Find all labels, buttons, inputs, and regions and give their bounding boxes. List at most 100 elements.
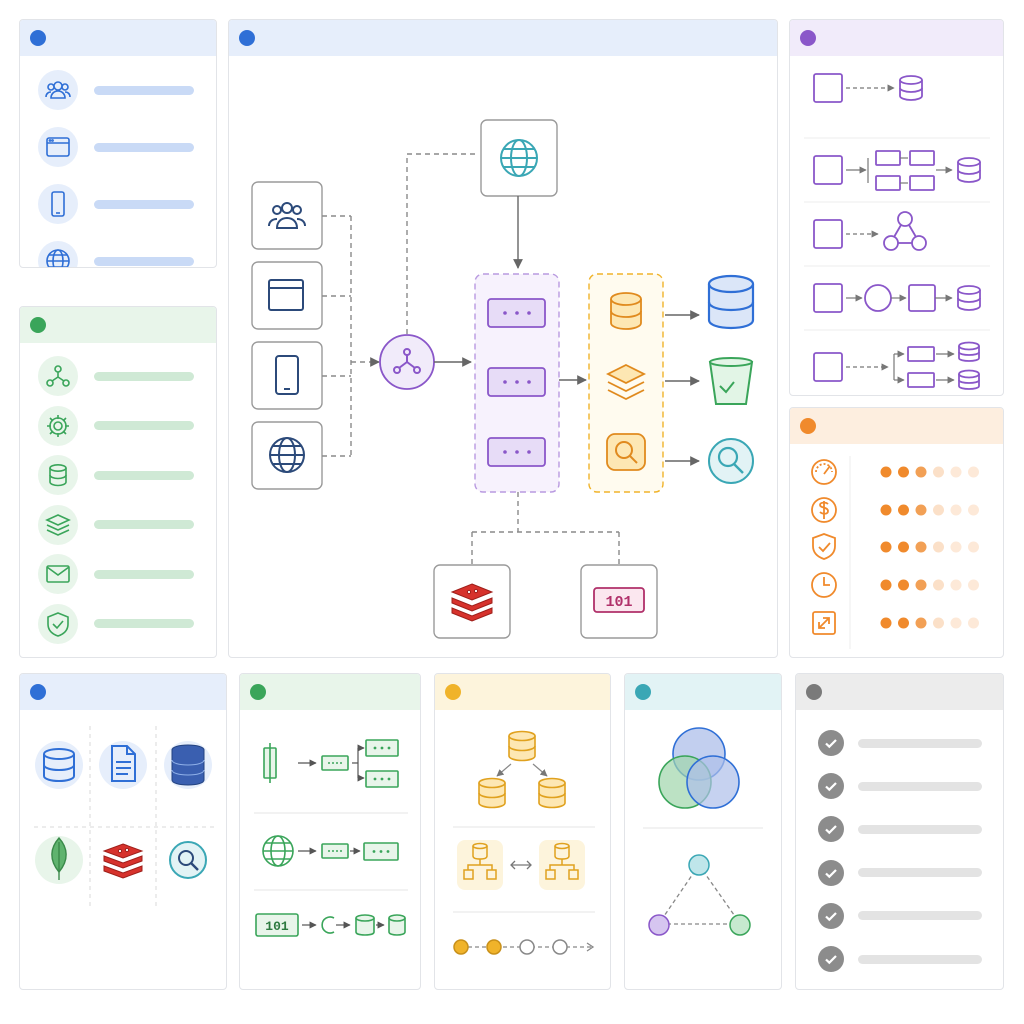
sequential-pipeline[interactable]: [813, 283, 981, 313]
rating-dot: [950, 579, 962, 591]
rating-dot: [880, 579, 892, 591]
panel-status-dot: [445, 684, 461, 700]
placeholder-bar: [94, 199, 194, 209]
redis-cache-node[interactable]: [433, 564, 511, 639]
database-icon[interactable]: [707, 274, 755, 330]
pipelines-panel: [789, 19, 1004, 396]
panel-status-dot: [30, 684, 46, 700]
graph-node[interactable]: [688, 854, 710, 876]
placeholder-bar: [858, 824, 982, 834]
checklist-item[interactable]: [796, 859, 1003, 886]
search-icon[interactable]: [606, 433, 646, 471]
rating-dot: [950, 541, 962, 553]
checklist-item[interactable]: [796, 730, 1003, 756]
dynamodb-icon[interactable]: [164, 741, 212, 789]
graph-node[interactable]: [648, 914, 670, 936]
placeholder-bar: [94, 371, 194, 381]
panel-status-dot: [30, 317, 46, 333]
sync-pair[interactable]: [457, 840, 585, 890]
stage-dot: [519, 939, 535, 955]
stack-layers-icon[interactable]: [605, 363, 647, 401]
database-icon[interactable]: [478, 777, 506, 809]
architecture-panel-header: [229, 20, 777, 56]
list-item[interactable]: [20, 603, 216, 644]
stage-dot: [453, 939, 469, 955]
server-icon[interactable]: [487, 437, 546, 467]
database-icon: [899, 75, 923, 101]
client-users-node[interactable]: [251, 181, 323, 250]
list-item[interactable]: [20, 184, 216, 224]
rating-dot: [933, 504, 944, 516]
list-item[interactable]: [20, 127, 216, 167]
check-circle-icon: [818, 773, 844, 800]
ratings-panel: [789, 407, 1004, 658]
globe-icon: [262, 835, 294, 867]
database-icon[interactable]: [35, 741, 83, 789]
graph-node[interactable]: [729, 914, 751, 936]
redis-icon: [450, 583, 494, 622]
stage-dot: [552, 939, 568, 955]
database-icon: [957, 285, 981, 311]
database-icon[interactable]: [538, 777, 566, 809]
server-icon[interactable]: [487, 298, 546, 328]
rating-dot: [915, 466, 927, 478]
binary-store-node[interactable]: 101: [580, 564, 658, 639]
flows-panel-header: [240, 674, 420, 710]
search-icon[interactable]: [708, 438, 754, 484]
check-circle-icon: [818, 816, 844, 843]
list-item[interactable]: [20, 455, 216, 495]
search-icon[interactable]: [169, 841, 207, 879]
rating-dot: [880, 504, 892, 516]
client-globe-node[interactable]: [251, 421, 323, 490]
cdn-node[interactable]: [480, 119, 558, 197]
branching-pipeline[interactable]: [813, 150, 981, 191]
list-item[interactable]: [20, 405, 216, 446]
database-icon: [38, 455, 78, 495]
bucket-icon[interactable]: [708, 357, 754, 405]
stage-arrowhead: [586, 942, 595, 952]
list-item[interactable]: [20, 70, 216, 110]
split-flow[interactable]: [263, 739, 399, 788]
placeholder-bar: [858, 868, 982, 878]
client-browser-node[interactable]: [251, 261, 323, 330]
check-circle-icon: [818, 902, 844, 929]
rating-dot: [880, 466, 892, 478]
rating-dot: [968, 504, 979, 516]
panel-status-dot: [239, 30, 255, 46]
list-item[interactable]: [20, 356, 216, 396]
rating-dot: [915, 617, 927, 629]
rating-dot: [880, 541, 892, 553]
database-icon[interactable]: [610, 292, 642, 330]
globe-flow[interactable]: [262, 835, 399, 867]
checklist-item[interactable]: [796, 902, 1003, 929]
rating-dot: [968, 466, 979, 478]
list-item[interactable]: [20, 504, 216, 545]
panel-status-dot: [635, 684, 651, 700]
binary-flow[interactable]: 101: [255, 913, 406, 937]
rating-dot: [933, 579, 944, 591]
placeholder-bar: [94, 569, 194, 579]
cluster-pipeline[interactable]: [813, 211, 927, 251]
mongodb-leaf-icon[interactable]: [35, 836, 83, 884]
gateway-node[interactable]: [379, 334, 435, 390]
checklist-panel-header: [796, 674, 1003, 710]
list-item[interactable]: [20, 554, 216, 594]
checklist-item[interactable]: [796, 816, 1003, 843]
rating-dot: [898, 504, 909, 516]
document-icon[interactable]: [99, 741, 147, 789]
simple-pipeline[interactable]: [813, 73, 923, 103]
database-icon[interactable]: [508, 730, 536, 762]
checklist-item[interactable]: [796, 946, 1003, 972]
client-mobile-node[interactable]: [251, 341, 323, 410]
panel-status-dot: [250, 684, 266, 700]
fanout-pipeline[interactable]: [813, 341, 980, 390]
redis-icon[interactable]: [102, 843, 144, 879]
rating-dot: [898, 617, 909, 629]
rating-dots: [880, 466, 979, 629]
panel-status-dot: [30, 30, 46, 46]
server-icon[interactable]: [487, 367, 546, 397]
topology-panel: [624, 673, 782, 990]
list-item[interactable]: [20, 241, 216, 267]
services-panel: [19, 306, 217, 658]
checklist-item[interactable]: [796, 773, 1003, 800]
